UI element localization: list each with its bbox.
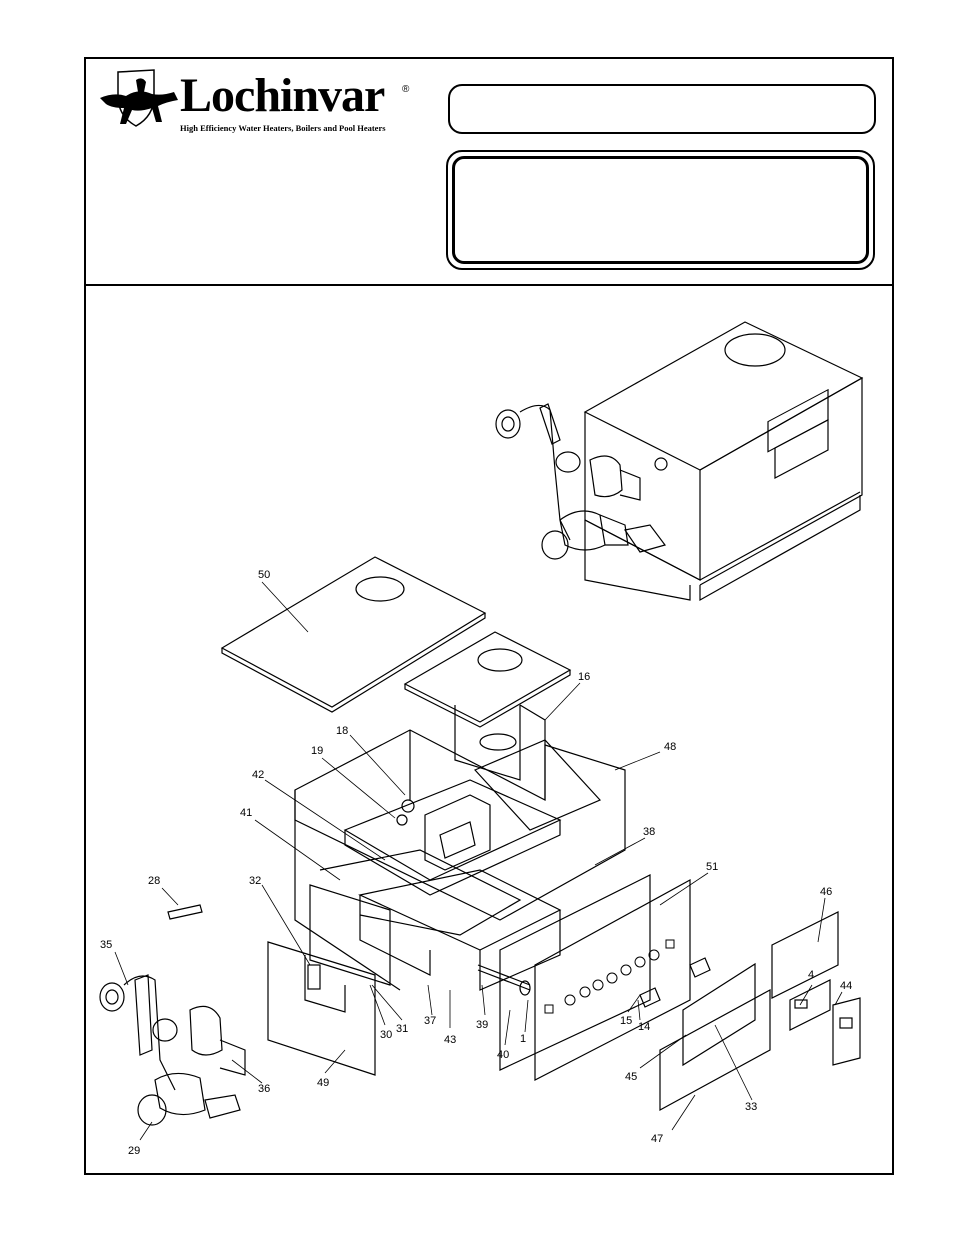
control-box-42 (424, 794, 491, 871)
model-box (446, 150, 875, 270)
part-label-15: 15 (620, 1015, 632, 1027)
piping-assembly (99, 974, 246, 1126)
part-label-29: 29 (128, 1145, 140, 1157)
part-label-44: 44 (840, 980, 852, 992)
assembled-heater (495, 321, 864, 602)
header-divider (84, 284, 894, 286)
part-label-41: 41 (240, 807, 252, 819)
part-label-38: 38 (643, 826, 655, 838)
part-label-45: 45 (625, 1071, 637, 1083)
part-label-4: 4 (808, 969, 814, 981)
part-label-16: 16 (578, 671, 590, 683)
part-label-19: 19 (311, 745, 323, 757)
part-label-36: 36 (258, 1083, 270, 1095)
panel-47 (659, 988, 771, 1112)
part-label-30: 30 (380, 1029, 392, 1041)
part-label-46: 46 (820, 886, 832, 898)
registered-mark: ® (402, 84, 410, 95)
brand-tagline: High Efficiency Water Heaters, Boilers a… (180, 123, 386, 133)
panel-46 (771, 911, 839, 999)
part-label-31: 31 (396, 1023, 408, 1035)
horse-and-rider-logo-icon (100, 69, 178, 127)
side-panel-49 (267, 941, 376, 1076)
part-label-32: 32 (249, 875, 261, 887)
title-box (448, 84, 876, 134)
part-label-40: 40 (497, 1049, 509, 1061)
part-label-51: 51 (706, 861, 718, 873)
part-label-50: 50 (258, 569, 270, 581)
part-label-42: 42 (252, 769, 264, 781)
part-label-37: 37 (424, 1015, 436, 1027)
part-label-18: 18 (336, 725, 348, 737)
page-frame (84, 57, 894, 1175)
part-label-49: 49 (317, 1077, 329, 1089)
sensor-28 (167, 904, 203, 920)
panel-44 (832, 997, 861, 1066)
part-label-33: 33 (745, 1101, 757, 1113)
part-label-14: 14 (638, 1021, 650, 1033)
part-label-43: 43 (444, 1034, 456, 1046)
part-label-39: 39 (476, 1019, 488, 1031)
brand-name: Lochinvar (180, 69, 385, 122)
panel-4 (789, 979, 831, 1031)
part-label-1: 1 (520, 1033, 526, 1045)
front-panel-51 (534, 878, 691, 1081)
part-label-28: 28 (148, 875, 160, 887)
front-panel-40 (499, 874, 651, 1071)
panel-45 (682, 962, 756, 1067)
part-label-47: 47 (651, 1133, 663, 1145)
part-label-48: 48 (664, 741, 676, 753)
cabinet-frame (294, 729, 626, 921)
left-panel-32 (309, 884, 391, 986)
part-label-35: 35 (100, 939, 112, 951)
